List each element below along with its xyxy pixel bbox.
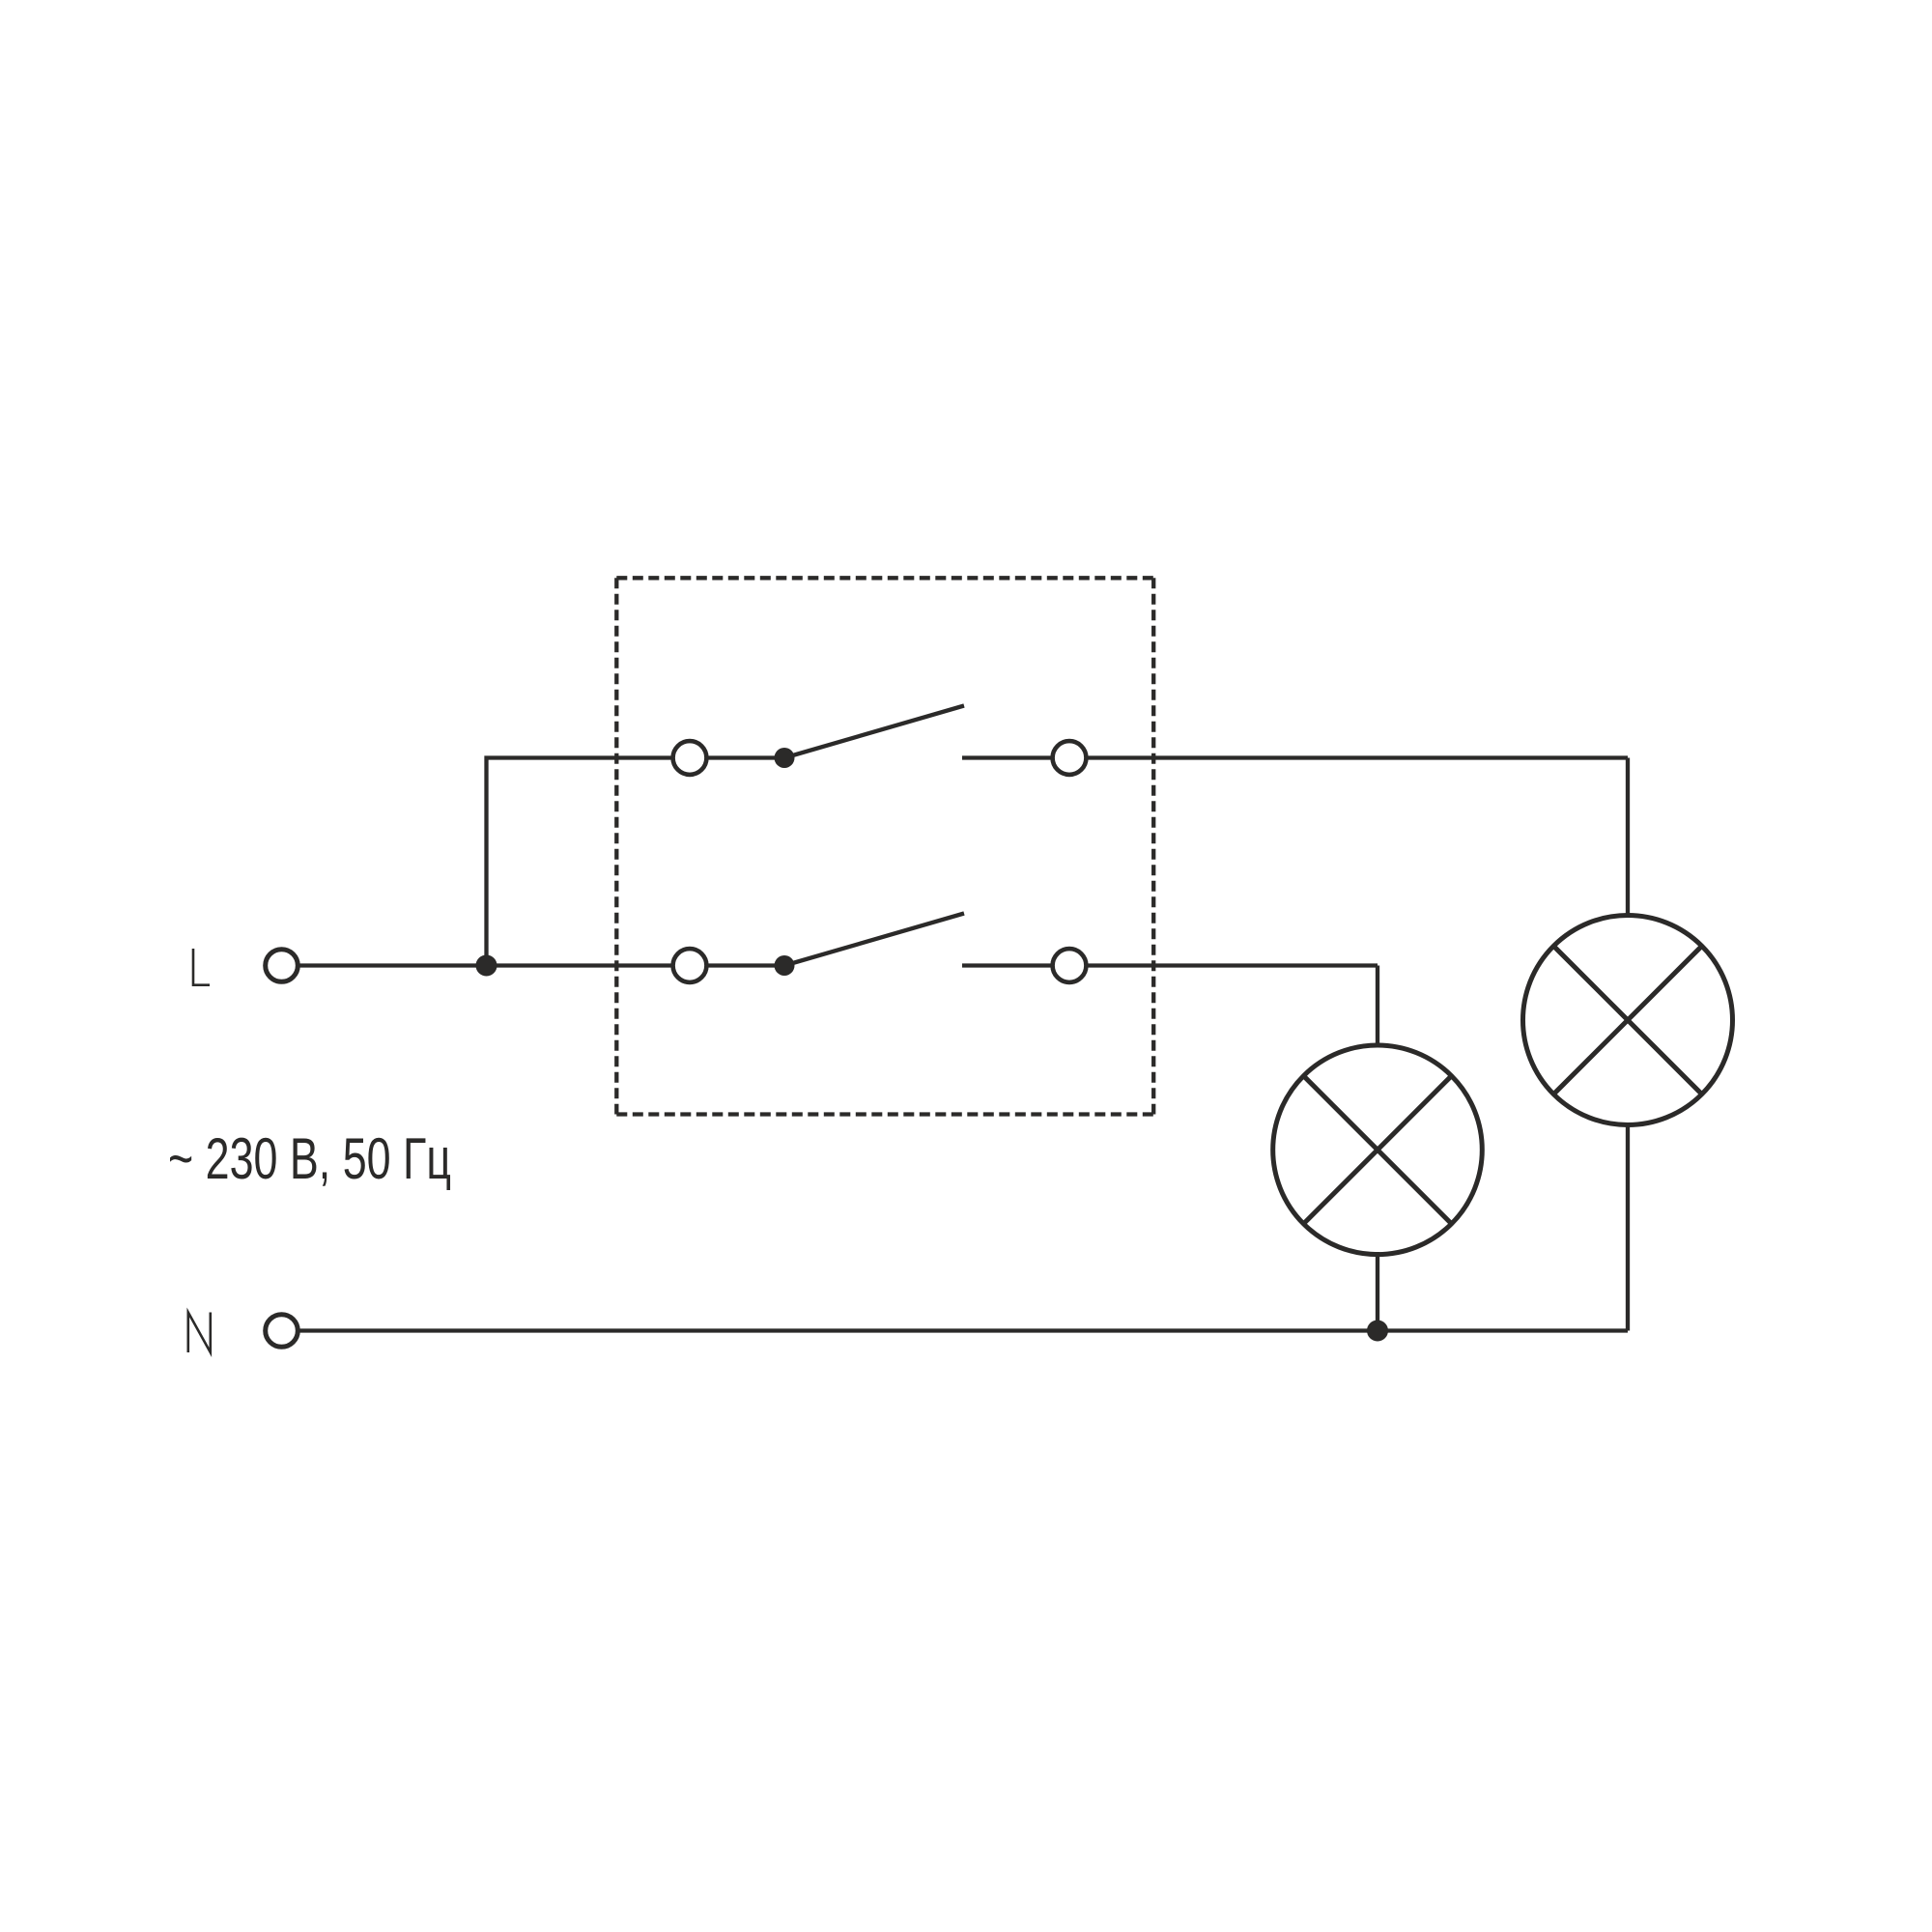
svg-text:~ 230 В, 50 Гц: ~ 230 В, 50 Гц — [168, 1126, 451, 1191]
